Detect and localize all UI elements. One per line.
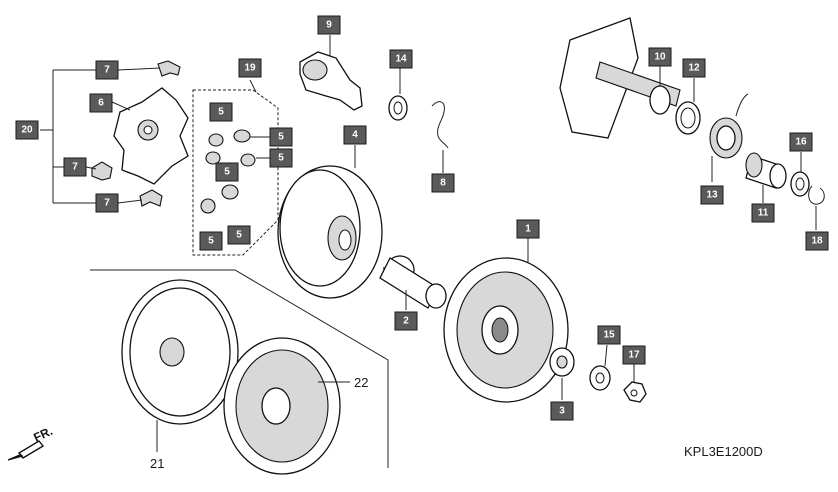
ring-gear-disk-21 — [121, 279, 239, 452]
svg-text:6: 6 — [98, 98, 104, 109]
svg-text:1: 1 — [525, 224, 531, 235]
svg-text:2: 2 — [403, 316, 409, 327]
roller-group-box — [192, 79, 279, 256]
nut-3 — [549, 347, 575, 400]
diagram-code: KPL3E1200D — [684, 444, 763, 459]
svg-text:5: 5 — [278, 153, 284, 164]
callout-19: 19 — [238, 58, 262, 78]
fan-22 — [223, 337, 350, 475]
callout-15: 15 — [597, 325, 621, 345]
label-21: 21 — [150, 456, 164, 471]
slide-piece-middle — [85, 161, 113, 181]
svg-text:4: 4 — [352, 130, 358, 141]
svg-text:12: 12 — [688, 63, 700, 74]
svg-text:13: 13 — [706, 190, 718, 201]
callout-14: 14 — [389, 49, 413, 69]
callout-9: 9 — [317, 15, 341, 35]
callout-20: 20 — [15, 120, 39, 140]
svg-text:7: 7 — [72, 162, 78, 173]
weight-rollers — [200, 129, 270, 214]
assembly-bracket-20 — [40, 69, 96, 204]
svg-text:11: 11 — [758, 208, 769, 219]
callout-10: 10 — [648, 47, 672, 67]
washer-16 — [790, 152, 810, 197]
callout-6: 6 — [89, 93, 113, 113]
ramp-plate — [111, 87, 189, 185]
callout-1: 1 — [516, 219, 540, 239]
ring-12 — [675, 78, 701, 135]
slide-piece-top — [117, 60, 181, 77]
callout-5-c: 5 — [269, 148, 293, 168]
svg-text:5: 5 — [236, 230, 242, 241]
kick-gear — [559, 17, 681, 139]
washer-14 — [388, 68, 408, 121]
callout-5-d: 5 — [215, 162, 239, 182]
svg-text:9: 9 — [326, 20, 332, 31]
drive-face-4 — [277, 145, 383, 299]
svg-text:7: 7 — [104, 65, 110, 76]
callout-7-top: 7 — [95, 60, 119, 80]
callout-7-middle: 7 — [63, 157, 87, 177]
svg-text:10: 10 — [654, 52, 666, 63]
svg-text:5: 5 — [278, 132, 284, 143]
svg-text:16: 16 — [795, 137, 807, 148]
washer-15 — [589, 344, 611, 391]
label-22: 22 — [354, 375, 368, 390]
callout-5-b: 5 — [269, 127, 293, 147]
callout-17: 17 — [622, 345, 646, 365]
callout-7-bottom: 7 — [95, 193, 119, 213]
callout-18: 18 — [805, 231, 829, 251]
callout-12: 12 — [682, 58, 706, 78]
callout-4: 4 — [343, 125, 367, 145]
callout-5-a: 5 — [209, 102, 233, 122]
bush-11 — [745, 152, 787, 203]
spring-13 — [709, 93, 749, 182]
starter-spindle — [299, 35, 363, 111]
callout-5-f: 5 — [227, 225, 251, 245]
svg-text:17: 17 — [628, 350, 640, 361]
nut-17 — [623, 362, 647, 403]
svg-text:5: 5 — [218, 107, 224, 118]
svg-text:18: 18 — [811, 236, 823, 247]
svg-text:3: 3 — [559, 406, 565, 417]
svg-text:20: 20 — [21, 125, 33, 136]
callout-13: 13 — [700, 185, 724, 205]
svg-text:7: 7 — [104, 198, 110, 209]
section-boundary — [90, 269, 389, 468]
svg-text:15: 15 — [603, 330, 615, 341]
drive-pulley-1 — [443, 238, 569, 403]
front-direction-arrow: FR. — [7, 424, 55, 461]
clip-8 — [431, 101, 449, 173]
slide-piece-bottom — [117, 189, 163, 207]
svg-text:FR.: FR. — [31, 424, 54, 445]
svg-text:5: 5 — [224, 167, 230, 178]
callout-11: 11 — [751, 203, 775, 223]
svg-text:5: 5 — [208, 236, 214, 247]
collar-2 — [379, 255, 447, 310]
callout-3: 3 — [550, 401, 574, 421]
callout-5-e: 5 — [199, 231, 223, 251]
callout-2: 2 — [394, 311, 418, 331]
callout-8: 8 — [431, 173, 455, 193]
callout-16: 16 — [789, 132, 813, 152]
svg-text:8: 8 — [440, 178, 446, 189]
svg-text:19: 19 — [244, 63, 256, 74]
circlip-18 — [808, 185, 825, 230]
svg-text:14: 14 — [395, 54, 407, 65]
